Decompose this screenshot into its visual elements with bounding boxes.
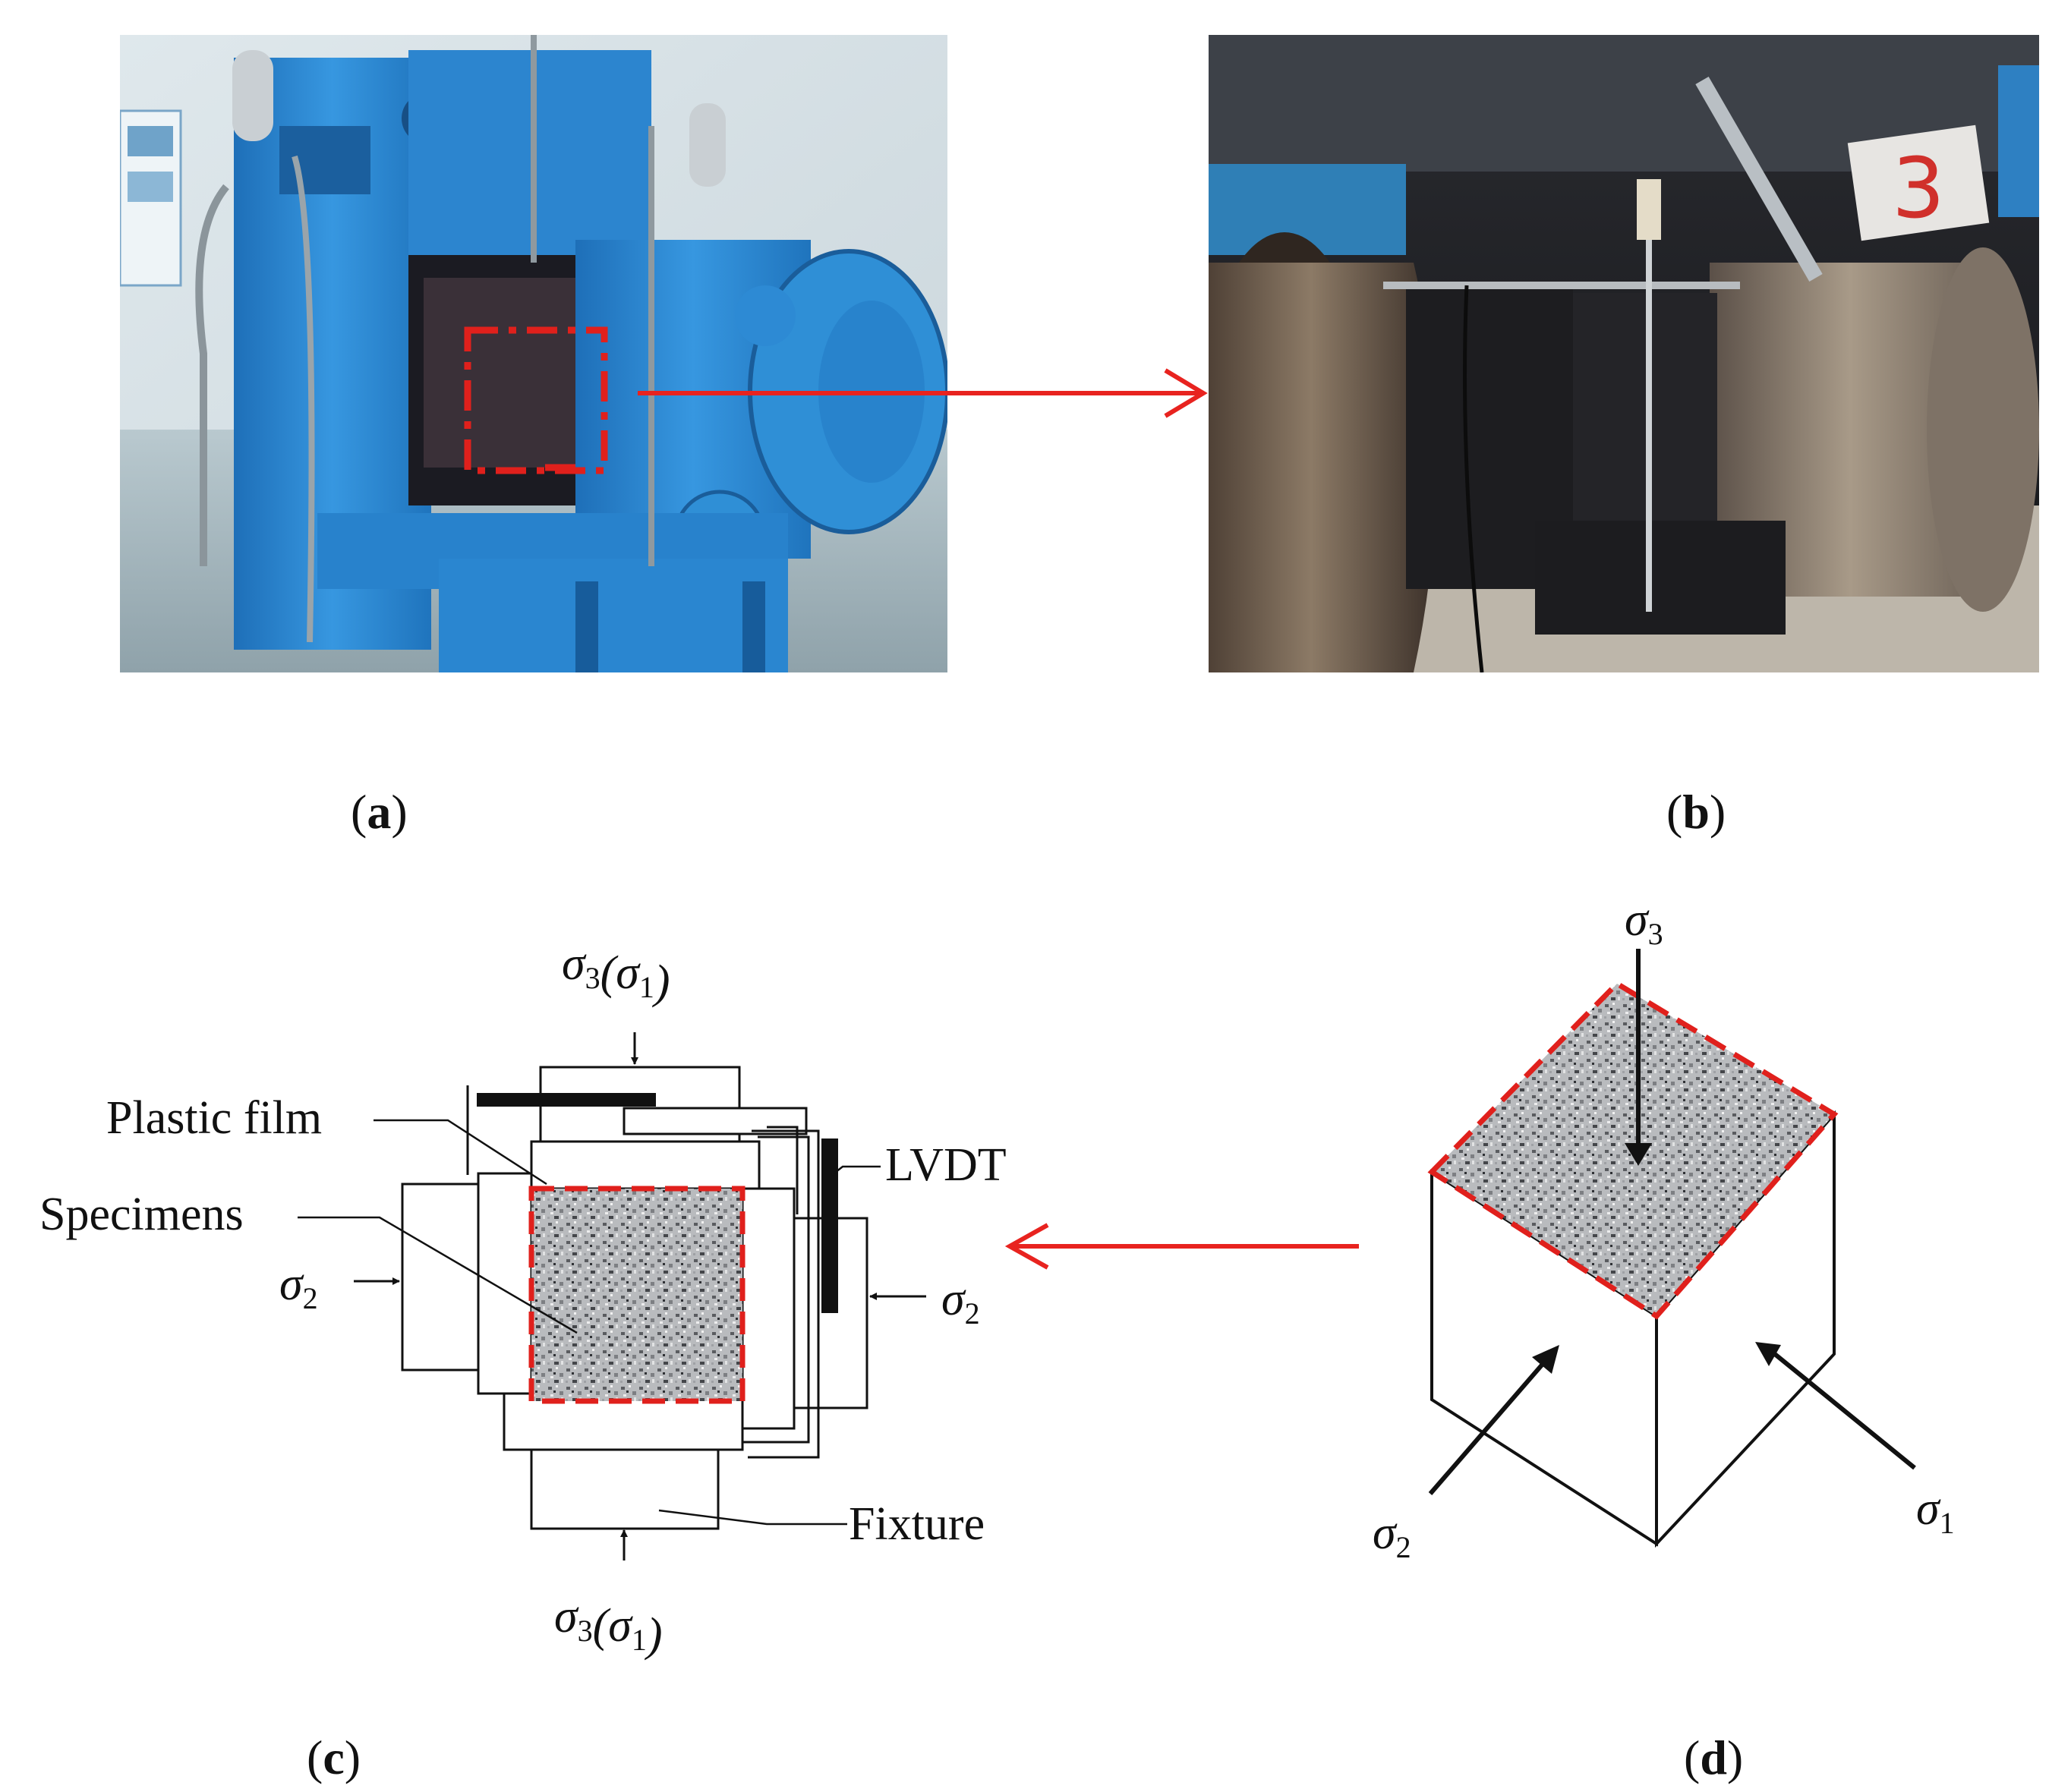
lvdt-label: LVDT (885, 1139, 1007, 1191)
panel-label-c: (c) (307, 1731, 361, 1784)
photo-testing-machine (120, 35, 947, 672)
specimens-label: Specimens (39, 1189, 244, 1240)
fixture-assembly (401, 1066, 868, 1530)
stress-cube (1430, 984, 1836, 1548)
photo-closeup-specimen: 3 (1209, 35, 2039, 672)
sigma2-left-label: σ2 (279, 1258, 318, 1315)
cube-sigma1-label: σ1 (1916, 1483, 1955, 1540)
cube-sigma3-label: σ3 (1625, 894, 1663, 951)
panel-label-b: (b) (1666, 785, 1726, 839)
plastic-film-label: Plastic film (106, 1092, 322, 1144)
sigma3-sigma1-bottom-label: σ3(σ1) (554, 1591, 662, 1661)
sigma2-right-label: σ2 (941, 1274, 980, 1331)
panel-label-d: (d) (1684, 1731, 1744, 1784)
specimen-number-tag: 3 (1892, 140, 1945, 237)
cube-sigma2-label: σ2 (1373, 1507, 1411, 1564)
fixture-label: Fixture (849, 1498, 985, 1550)
sigma3-sigma1-top-label: σ3(σ1) (562, 938, 670, 1008)
panel-label-a: (a) (351, 785, 408, 839)
